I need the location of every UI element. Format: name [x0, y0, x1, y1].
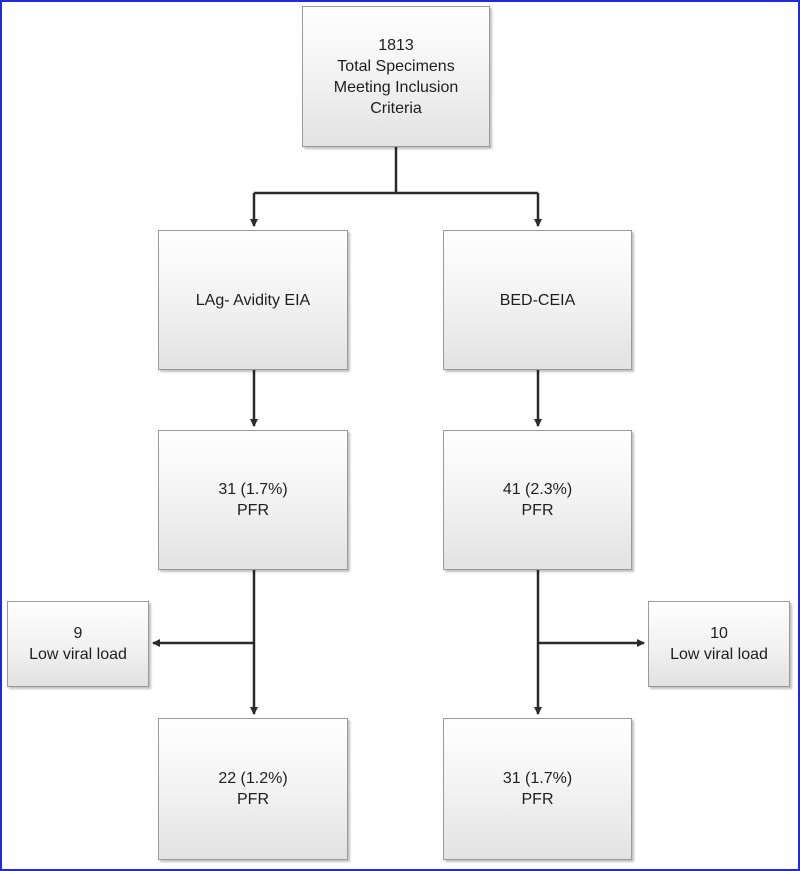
root-label-line2: Total Specimens — [337, 57, 455, 75]
left-exclusion-label: Low viral load — [29, 646, 127, 663]
right-pfr-count: 41 (2.3%) — [502, 481, 573, 498]
root-box: 1813 Total Specimens Meeting Inclusion C… — [302, 6, 490, 147]
left-exclusion-box: 9 Low viral load — [7, 601, 149, 687]
right-final-box: 31 (1.7%) PFR — [443, 718, 632, 860]
root-label-line4: Criteria — [370, 99, 422, 117]
left-final-box: 22 (1.2%) PFR — [158, 718, 348, 860]
right-pfr-label: PFR — [521, 502, 554, 519]
left-pfr-count: 31 (1.7%) — [218, 481, 288, 498]
left-final-count: 22 (1.2%) — [218, 770, 288, 787]
left-final-label: PFR — [237, 791, 269, 808]
right-pfr-box: 41 (2.3%) PFR — [443, 430, 632, 570]
right-assay-box: BED-CEIA — [443, 230, 632, 370]
right-assay-label: BED-CEIA — [499, 291, 576, 309]
right-exclusion-box: 10 Low viral load — [648, 601, 790, 687]
root-count: 1813 — [378, 36, 414, 54]
left-assay-label: LAg- Avidity EIA — [195, 291, 311, 309]
left-pfr-label: PFR — [237, 502, 269, 519]
right-exclusion-label: Low viral load — [670, 646, 768, 663]
right-final-count: 31 (1.7%) — [502, 770, 573, 787]
left-assay-box: LAg- Avidity EIA — [158, 230, 348, 370]
left-exclusion-count: 9 — [73, 625, 83, 642]
root-label-line3: Meeting Inclusion — [333, 78, 459, 96]
left-pfr-box: 31 (1.7%) PFR — [158, 430, 348, 570]
right-exclusion-count: 10 — [710, 625, 728, 642]
right-final-label: PFR — [521, 791, 554, 808]
